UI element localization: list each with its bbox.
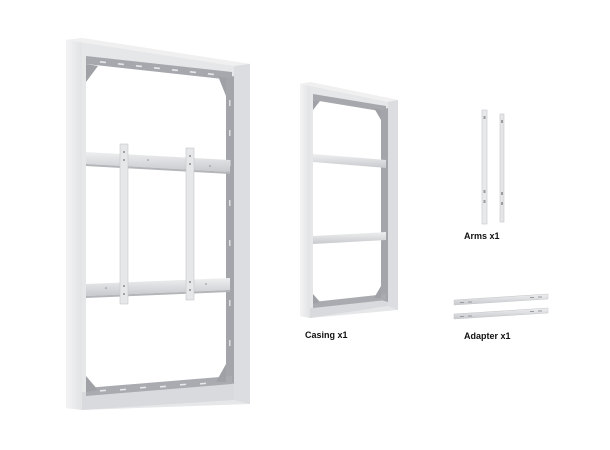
casing-frame (300, 82, 398, 318)
arms-pair (481, 109, 505, 225)
arms-label: Arms x1 (464, 231, 500, 241)
adapter-label: Adapter x1 (464, 331, 511, 341)
casing-label: Casing x1 (305, 330, 348, 340)
main-frame (66, 38, 250, 410)
adapter-rails (453, 293, 549, 320)
